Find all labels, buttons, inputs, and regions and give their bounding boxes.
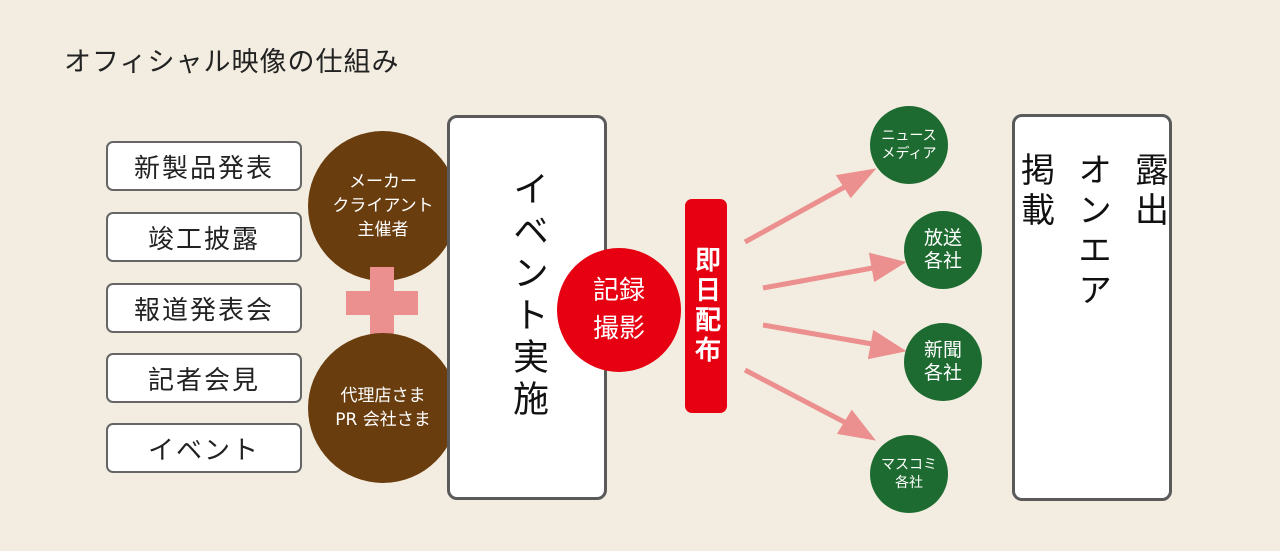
event-execution-label: イベント実施 (507, 170, 548, 422)
arrow-to-mass-media (743, 367, 852, 428)
organizer-maker-line-2: クライアント (332, 196, 434, 216)
arrow-to-broadcast (762, 264, 879, 291)
event-item-completion: 竣工披露 (106, 212, 302, 262)
same-day-distribution-box: 即日配布 (685, 199, 727, 413)
arrow-head-newspaper (867, 329, 907, 360)
organizer-maker-circle: メーカー クライアント 主催者 (308, 131, 458, 281)
media-newspaper-circle: 新聞 各社 (904, 323, 982, 401)
record-line-1: 記録 (592, 276, 645, 306)
media-newspaper-line-1: 新聞 (923, 339, 962, 361)
media-masscomm-line-2: 各社 (895, 475, 923, 491)
event-item-press-conference: 記者会見 (106, 353, 302, 403)
event-execution-label-wrap: イベント実施 (447, 115, 607, 500)
media-news-circle: ニュース メディア (870, 106, 948, 184)
event-item-press-release: 報道発表会 (106, 283, 302, 333)
page-title: オフィシャル映像の仕組み (64, 47, 400, 78)
organizer-agency-line-1: 代理店さま (340, 386, 426, 406)
arrow-to-newspaper (762, 322, 879, 348)
organizer-maker-line-1: メーカー (348, 172, 417, 192)
organizer-maker-line-3: 主催者 (357, 220, 409, 240)
organizer-agency-line-2: PR 会社さま (335, 410, 431, 430)
arrow-head-broadcast (868, 252, 907, 283)
media-newspaper-line-2: 各社 (923, 362, 962, 384)
exposure-label-wrap: 露出 オンエア 掲載 (1012, 114, 1172, 501)
arrow-head-mass-media (836, 409, 876, 441)
exposure-label-2: オンエア (1071, 152, 1112, 312)
media-masscomm-line-1: マスコミ (881, 457, 937, 473)
record-shoot-circle: 記録 撮影 (557, 248, 681, 372)
same-day-distribution-label: 即日配布 (690, 246, 721, 366)
exposure-label-3: 掲載 (1014, 152, 1055, 232)
media-broadcast-line-1: 放送 (923, 227, 962, 249)
media-news-line-2: メディア (881, 146, 937, 162)
plus-icon-vertical (370, 267, 394, 339)
exposure-label-1: 露出 (1128, 152, 1169, 232)
record-line-2: 撮影 (592, 314, 645, 344)
media-broadcast-circle: 放送 各社 (904, 211, 982, 289)
organizer-agency-circle: 代理店さま PR 会社さま (308, 333, 458, 483)
arrow-head-news-media (835, 168, 877, 199)
media-news-line-1: ニュース (881, 128, 937, 144)
event-item-event: イベント (106, 423, 302, 473)
event-item-new-product: 新製品発表 (106, 141, 302, 191)
media-masscomm-circle: マスコミ 各社 (870, 435, 948, 513)
arrow-to-news-media (743, 181, 852, 245)
media-broadcast-line-2: 各社 (923, 250, 962, 272)
exposure-box (1012, 114, 1172, 501)
